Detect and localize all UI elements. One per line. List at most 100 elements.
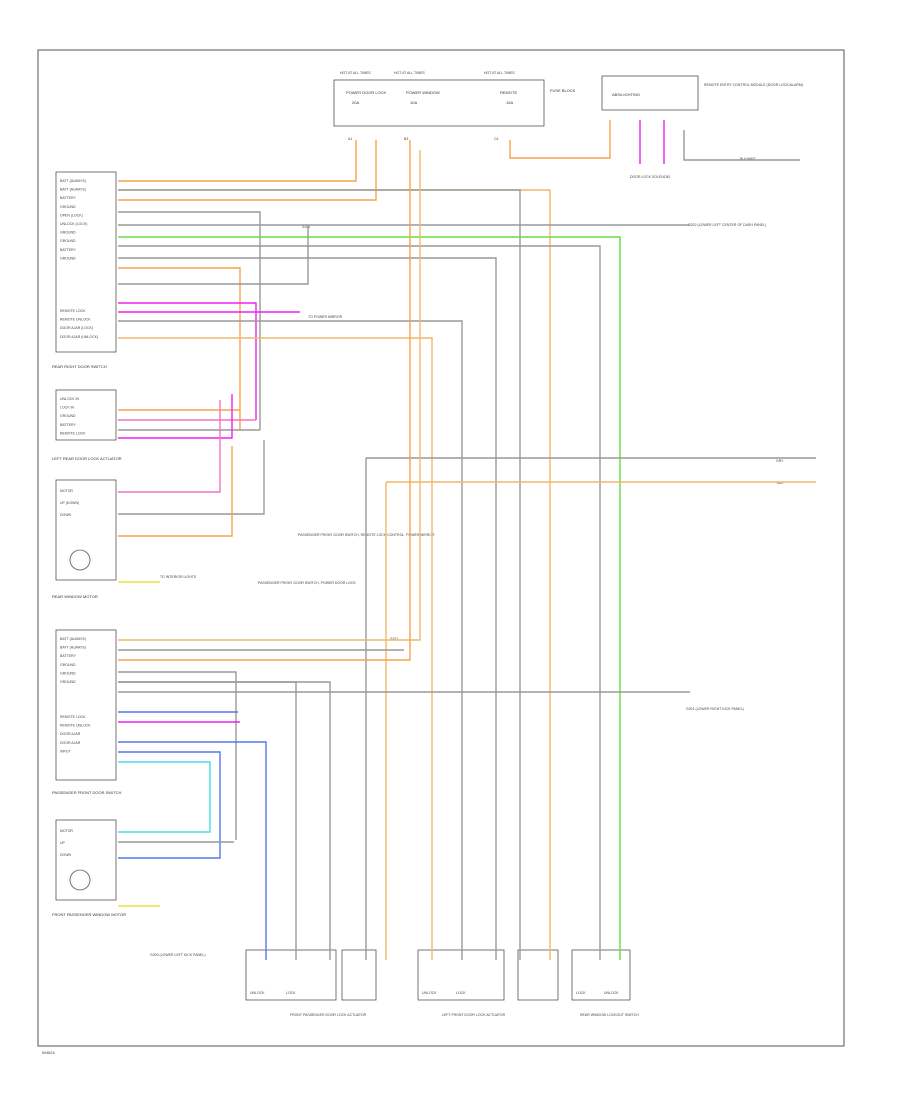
svg-text:10A: 10A xyxy=(410,100,417,105)
svg-text:15A: 15A xyxy=(506,100,513,105)
passenger-front-switch-lower-row: DOOR AJAR xyxy=(60,732,81,736)
rear-right-switch-row: UNLOCK (LOCK) xyxy=(60,222,87,226)
rear-right-switch-row: GROUND xyxy=(60,239,76,243)
rear-right-switch-lower-row: REMOTE LOCK xyxy=(60,309,86,313)
wire xyxy=(118,671,237,840)
rear-right-switch-lower-row: REMOTE UNLOCK xyxy=(60,318,91,322)
rear-window-motor: MOTOR UP (DOWN) DOWN REAR WINDOW MOTOR xyxy=(52,479,117,599)
svg-text:REAR WINDOW MOTOR: REAR WINDOW MOTOR xyxy=(52,594,98,599)
front-motor-row: UP xyxy=(60,841,66,845)
rear-right-switch-row: GROUND xyxy=(60,231,76,235)
passenger-front-switch-row: GROUND xyxy=(60,671,76,675)
left-rear-lock-row: BATTERY xyxy=(60,423,76,427)
wire xyxy=(118,681,297,960)
wire xyxy=(118,446,233,537)
left-rear-lock-row: LOCK IN xyxy=(60,406,74,410)
rear-right-switch-lower-row: DOOR AJAR (LOCK) xyxy=(60,326,93,330)
rear-right-switch-row: BATTERY xyxy=(60,196,76,200)
wires xyxy=(118,120,816,960)
left-rear-lock-row: REMOTE LOCK xyxy=(60,431,86,435)
svg-text:BLK/WHT: BLK/WHT xyxy=(740,157,756,161)
svg-text:REMOTE ENTRY CONTROL MODULE (D: REMOTE ENTRY CONTROL MODULE (DOOR LOCK/A… xyxy=(704,83,803,87)
wire xyxy=(118,140,411,661)
wire xyxy=(118,225,309,285)
wire xyxy=(118,394,233,439)
svg-text:B3: B3 xyxy=(404,137,408,141)
rear-right-switch-lower-row: DOOR AJAR (UNLOCK) xyxy=(60,335,98,339)
svg-text:C4: C4 xyxy=(494,137,499,141)
wire xyxy=(118,302,257,420)
wire xyxy=(118,267,241,430)
svg-text:REMOTE: REMOTE xyxy=(500,90,517,95)
wire xyxy=(118,400,221,493)
wire xyxy=(118,257,497,960)
front-motor-row: MOTOR xyxy=(60,829,73,833)
svg-text:TO INTERIOR LIGHTS: TO INTERIOR LIGHTS xyxy=(160,575,197,579)
wire xyxy=(118,245,601,960)
switch-title-2: LEFT FRONT DOOR LOCK ACTUATOR xyxy=(442,1013,506,1017)
wire xyxy=(118,189,521,960)
svg-text:UNLOCK: UNLOCK xyxy=(250,991,265,995)
wire xyxy=(118,681,331,960)
remote-entry-module: ABS/LIGHTING REMOTE ENTRY CONTROL MODULE… xyxy=(601,75,803,179)
passenger-front-switch-lower-row: DOOR AJAR xyxy=(60,741,81,745)
rear-motor-row: DOWN xyxy=(60,513,72,517)
svg-text:S200: S200 xyxy=(302,225,310,229)
rear-right-door-switch: BATT (ALWAYS)BATT (ALWAYS)BATTERYGROUNDO… xyxy=(52,171,117,369)
corner-label: W4024 xyxy=(42,1050,55,1055)
svg-text:TO POWER MIRROR: TO POWER MIRROR xyxy=(308,315,343,319)
left-rear-lock-row: UNLOCK IN xyxy=(60,397,80,401)
passenger-front-switch-row: BATTERY xyxy=(60,654,76,658)
fuse-block: HOT AT ALL TIMES HOT AT ALL TIMES HOT AT… xyxy=(333,71,576,141)
rear-motor-row: UP (DOWN) xyxy=(60,501,79,505)
svg-text:LEFT REAR DOOR LOCK ACTUATOR: LEFT REAR DOOR LOCK ACTUATOR xyxy=(52,456,122,461)
passenger-front-switch-row: GROUND xyxy=(60,680,76,684)
svg-text:S201: S201 xyxy=(390,637,398,641)
front-motor-row: DOWN xyxy=(60,853,72,857)
svg-text:DOOR LOCK SOLENOID: DOOR LOCK SOLENOID xyxy=(630,175,671,179)
svg-text:HOT AT ALL TIMES: HOT AT ALL TIMES xyxy=(340,71,371,75)
rear-right-switch-row: OPEN (LOCK) xyxy=(60,213,83,217)
svg-text:FRONT PASSENGER WINDOW MOTOR: FRONT PASSENGER WINDOW MOTOR xyxy=(52,912,126,917)
rear-motor-row: MOTOR xyxy=(60,489,73,493)
passenger-front-switch-lower-row: REMOTE LOCK xyxy=(60,715,86,719)
rear-right-switch-row: BATTERY xyxy=(60,248,76,252)
front-window-motor: MOTOR UP DOWN FRONT PASSENGER WINDOW MOTOR xyxy=(52,819,126,917)
diagram-frame xyxy=(37,49,845,1047)
switch-title-1: FRONT PASSENGER DOOR LOCK ACTUATOR xyxy=(290,1013,367,1017)
rear-right-switch-row: GROUND xyxy=(60,205,76,209)
wire xyxy=(118,440,265,515)
passenger-front-switch-lower-row: INPUT xyxy=(60,749,71,753)
svg-text:FUSE BLOCK: FUSE BLOCK xyxy=(550,88,576,93)
svg-text:LOCK: LOCK xyxy=(576,991,586,995)
wire xyxy=(118,337,433,960)
svg-text:G202 (LOWER LEFT CENTER OF DAS: G202 (LOWER LEFT CENTER OF DASH PANEL) xyxy=(688,223,766,227)
wire xyxy=(118,741,267,960)
wire xyxy=(118,150,421,641)
wire xyxy=(118,761,211,833)
switch-title-3: REAR WINDOW LOCKOUT SWITCH xyxy=(580,1013,639,1017)
svg-text:PASSENGER FRONT DOOR SWITCH, P: PASSENGER FRONT DOOR SWITCH, POWER DOOR … xyxy=(258,581,357,585)
bottom-switches: FRONT PASSENGER DOOR LOCK ACTUATOR LEFT … xyxy=(245,949,639,1017)
svg-text:HOT AT ALL TIMES: HOT AT ALL TIMES xyxy=(394,71,425,75)
callouts: G202 (LOWER LEFT CENTER OF DASH PANEL) G… xyxy=(150,223,784,957)
svg-text:UNLOCK: UNLOCK xyxy=(604,991,619,995)
wire xyxy=(118,320,463,960)
wire xyxy=(118,236,621,960)
svg-text:POWER DOOR LOCK: POWER DOOR LOCK xyxy=(346,90,387,95)
svg-text:G200 (LOWER LEFT KICK PANEL): G200 (LOWER LEFT KICK PANEL) xyxy=(150,953,206,957)
passenger-front-switch-row: GROUND xyxy=(60,663,76,667)
wire xyxy=(118,140,357,182)
svg-text:ABS/LIGHTING: ABS/LIGHTING xyxy=(612,92,640,97)
passenger-front-switch-row: BATT (ALWAYS) xyxy=(60,646,86,650)
rear-right-switch-row: BATT (ALWAYS) xyxy=(60,188,86,192)
svg-text:TAN: TAN xyxy=(776,481,783,485)
svg-text:LOCK: LOCK xyxy=(286,991,296,995)
svg-text:REAR RIGHT DOOR SWITCH: REAR RIGHT DOOR SWITCH xyxy=(52,364,107,369)
wire xyxy=(118,140,377,201)
svg-text:HOT AT ALL TIMES: HOT AT ALL TIMES xyxy=(484,71,515,75)
svg-text:PASSENGER FRONT DOOR SWITCH: PASSENGER FRONT DOOR SWITCH xyxy=(52,790,122,795)
svg-text:20A: 20A xyxy=(352,100,359,105)
